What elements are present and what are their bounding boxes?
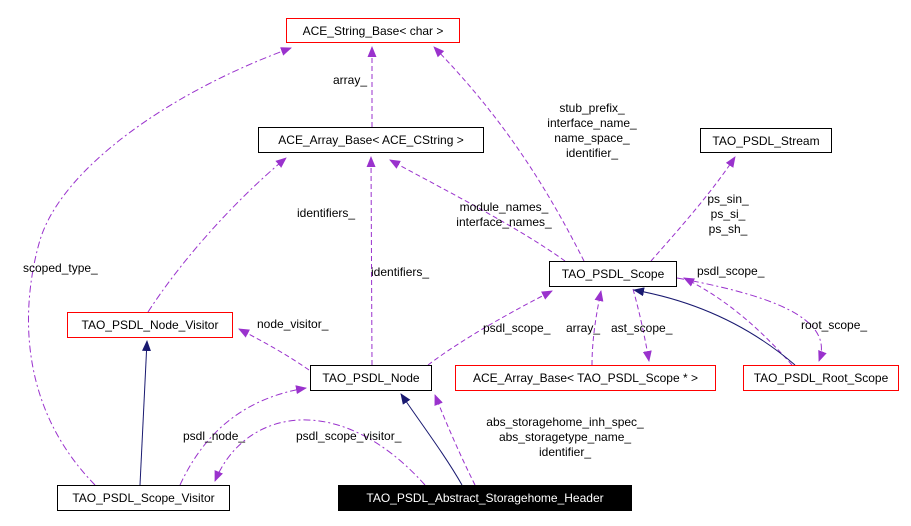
edge-label-line: abs_storagehome_inh_spec_	[486, 415, 644, 429]
edge-rootscope-to-scope	[683, 277, 793, 366]
edge-scope-to-arraybase-cstring	[389, 159, 566, 262]
edge-label-node-identifiers: identifiers_	[371, 265, 430, 279]
edge-label-line: ps_sin_	[707, 192, 749, 206]
edge-label-nodevisitor-identifiers: identifiers_	[297, 206, 356, 220]
edge-label-line: name_space_	[554, 131, 630, 145]
edge-inherit-scopevisitor-to-nodevisitor	[139, 340, 152, 486]
edge-label-line: identifier_	[565, 146, 619, 160]
edge-label-array-to-scope: array_	[566, 321, 601, 335]
edge-label-line: identifier_	[538, 445, 592, 459]
edge-scope-to-rootscope	[676, 277, 827, 362]
edge-label-scope-to-array-cstring: module_names_ interface_names_	[440, 200, 568, 230]
edge-node-to-arraybase-cstring	[366, 156, 376, 366]
edge-label-root-to-scope: psdl_scope_	[697, 264, 765, 278]
class-box-tao-psdl-scope[interactable]: TAO_PSDL_Scope	[549, 261, 677, 287]
edge-header-to-scopevisitor	[214, 419, 426, 486]
class-box-tao-psdl-node[interactable]: TAO_PSDL_Node	[310, 365, 432, 391]
edge-inherit-rootscope-to-scope	[633, 287, 796, 366]
edge-inherit-header-to-node	[400, 393, 463, 486]
edge-label-line: interface_names_	[456, 215, 552, 229]
class-box-ace-array-base-cstring[interactable]: ACE_Array_Base< ACE_CString >	[258, 127, 484, 153]
edge-label-line: ps_sh_	[708, 222, 748, 236]
edge-scope-to-stream	[650, 156, 736, 262]
edge-label-psdl-scope-visitor: psdl_scope_visitor_	[296, 429, 402, 443]
edge-scope-to-arraybase-scope	[632, 288, 652, 362]
edge-nodevisitor-to-arraybase-cstring	[147, 157, 287, 313]
edge-label-root-scope: root_scope_	[801, 318, 868, 332]
edge-label-header-members: abs_storagehome_inh_spec_ abs_storagetyp…	[470, 415, 660, 460]
edge-label-scope-to-stream: ps_sin_ ps_si_ ps_sh_	[690, 192, 766, 237]
edge-label-line: ps_si_	[710, 207, 746, 221]
edge-label-node-to-scope: psdl_scope_	[483, 321, 551, 335]
edge-arraybase-scope-to-scope	[591, 290, 604, 366]
class-box-tao-psdl-scope-visitor[interactable]: TAO_PSDL_Scope_Visitor	[57, 485, 230, 511]
edge-label-scope-to-string: stub_prefix_ interface_name_ name_space_…	[518, 101, 666, 161]
edge-label-scoped-type: scoped_type_	[23, 261, 98, 275]
edge-label-node-visitor: node_visitor_	[257, 317, 329, 331]
edge-scope-to-string	[433, 46, 585, 262]
edge-label-psdl-node: psdl_node_	[183, 429, 246, 443]
edge-label-line: stub_prefix_	[559, 101, 625, 115]
edge-label-line: abs_storagetype_name_	[498, 430, 632, 444]
edge-label-ast-scope: ast_scope_	[611, 321, 673, 335]
class-box-tao-psdl-root-scope[interactable]: TAO_PSDL_Root_Scope	[743, 365, 899, 391]
edge-header-to-node-members	[434, 394, 476, 486]
class-box-ace-array-base-scope[interactable]: ACE_Array_Base< TAO_PSDL_Scope * >	[455, 365, 716, 391]
class-box-tao-psdl-node-visitor[interactable]: TAO_PSDL_Node_Visitor	[67, 312, 233, 338]
edge-node-to-nodevisitor	[238, 328, 310, 371]
edge-scopevisitor-to-string	[28, 47, 292, 486]
class-box-ace-string-base[interactable]: ACE_String_Base< char >	[286, 18, 460, 43]
class-box-tao-psdl-stream[interactable]: TAO_PSDL_Stream	[700, 128, 832, 153]
edge-label-line: module_names_	[459, 200, 549, 214]
edge-label-array-to-string: array_	[333, 73, 368, 87]
class-box-tao-psdl-abstract-storagehome-header: TAO_PSDL_Abstract_Storagehome_Header	[338, 485, 632, 511]
edge-label-line: interface_name_	[547, 116, 637, 130]
edge-node-to-scope	[427, 290, 553, 366]
edge-scopevisitor-to-node	[179, 385, 307, 486]
